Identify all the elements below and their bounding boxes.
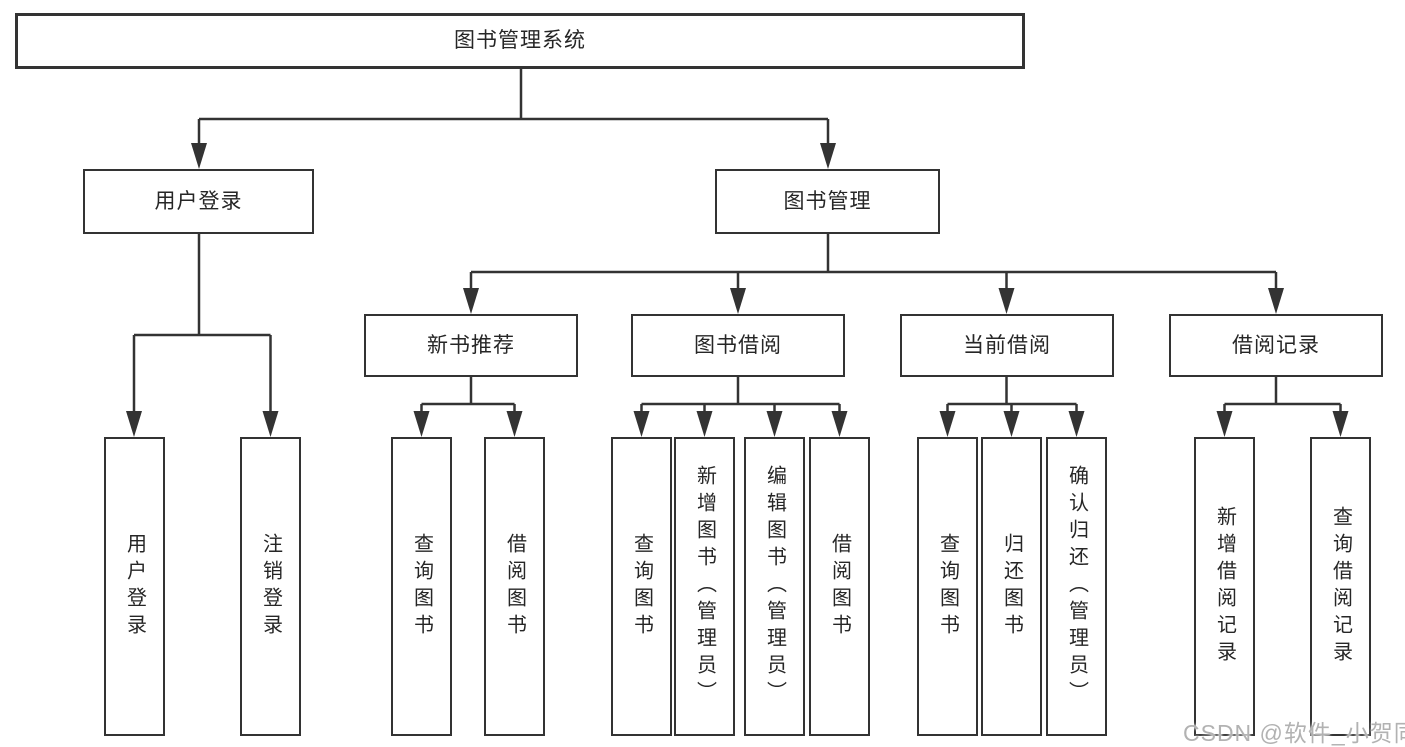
leaf-query-books-recommend: 查询图书 bbox=[391, 437, 452, 736]
node-book-management: 图书管理 bbox=[715, 169, 940, 234]
node-book-borrowing: 图书借阅 bbox=[631, 314, 845, 377]
leaf-borrow-books-recommend: 借阅图书 bbox=[484, 437, 545, 736]
leaf-edit-books-admin: 编辑图书（管理员） bbox=[744, 437, 805, 736]
arrowhead-icons bbox=[126, 143, 1349, 437]
watermark: CSDN @软件_小贺同学 bbox=[1183, 720, 1405, 746]
leaf-query-books-borrowing: 查询图书 bbox=[611, 437, 672, 736]
leaf-query-books-current: 查询图书 bbox=[917, 437, 978, 736]
node-current-borrowing: 当前借阅 bbox=[900, 314, 1114, 377]
node-user-login: 用户登录 bbox=[83, 169, 314, 234]
node-new-book-recommendation: 新书推荐 bbox=[364, 314, 578, 377]
leaf-logout: 注销登录 bbox=[240, 437, 301, 736]
leaf-user-login: 用户登录 bbox=[104, 437, 165, 736]
leaf-query-borrow-record: 查询借阅记录 bbox=[1310, 437, 1371, 736]
leaf-return-books: 归还图书 bbox=[981, 437, 1042, 736]
node-borrowing-records: 借阅记录 bbox=[1169, 314, 1383, 377]
node-root: 图书管理系统 bbox=[15, 13, 1025, 69]
leaf-borrow-books: 借阅图书 bbox=[809, 437, 870, 736]
leaf-add-borrow-record: 新增借阅记录 bbox=[1194, 437, 1255, 736]
leaf-confirm-return-admin: 确认归还（管理员） bbox=[1046, 437, 1107, 736]
leaf-add-books-admin: 新增图书（管理员） bbox=[674, 437, 735, 736]
